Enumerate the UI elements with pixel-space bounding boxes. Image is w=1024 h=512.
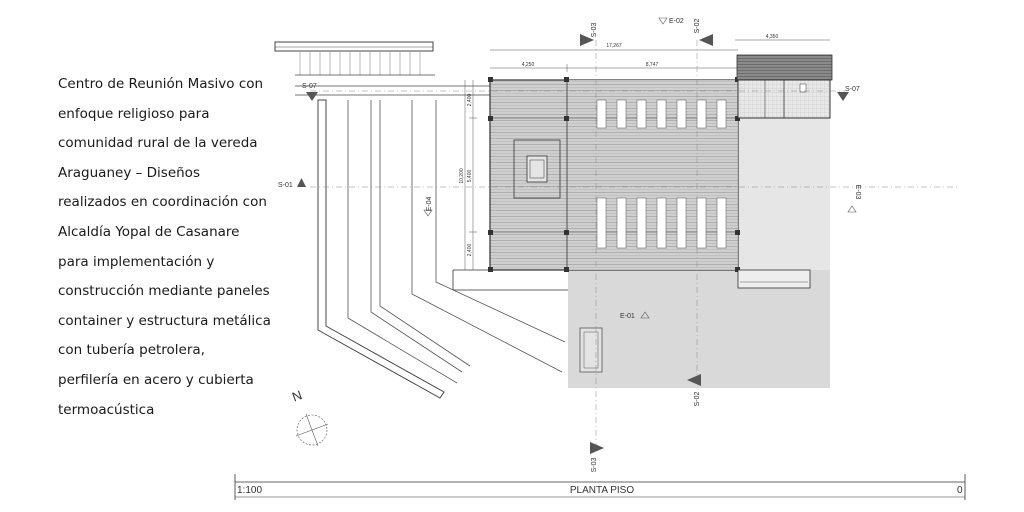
north-arrow: N bbox=[290, 387, 329, 447]
dim-bay-left: 4,250 bbox=[522, 62, 535, 68]
ramp-line-1 bbox=[347, 100, 458, 384]
top-retaining-wall bbox=[274, 41, 434, 52]
dimension-lines bbox=[464, 39, 830, 270]
description-line: Centro de Reunión Masivo con bbox=[58, 76, 264, 92]
altar-table bbox=[526, 155, 548, 183]
pew bbox=[636, 99, 647, 129]
plan-title: PLANTA PISO bbox=[570, 485, 635, 496]
s02-bottom-label: S-02 bbox=[694, 392, 701, 407]
description-line: enfoque religioso para bbox=[58, 105, 210, 122]
dim-height-bottom: 2,400 bbox=[467, 244, 473, 257]
pew bbox=[656, 99, 667, 129]
e02-label: E-02 bbox=[669, 18, 684, 25]
pew bbox=[676, 99, 687, 129]
planter bbox=[579, 327, 603, 373]
s03-bottom-marker bbox=[590, 442, 604, 454]
pew bbox=[696, 99, 707, 129]
pew bbox=[716, 99, 727, 129]
pew bbox=[596, 197, 607, 249]
ramp-line-4 bbox=[411, 100, 563, 373]
e04-label: E-04 bbox=[426, 197, 433, 212]
s07-right-label: S-07 bbox=[845, 86, 860, 93]
pew bbox=[616, 197, 627, 249]
title-bar-right-mark: 0 bbox=[957, 485, 963, 496]
left-wall bbox=[317, 99, 445, 399]
pew bbox=[616, 99, 627, 129]
ramp-line-3 bbox=[379, 100, 471, 367]
s07-left-label: S-07 bbox=[302, 83, 317, 90]
hall-floor-dark bbox=[567, 80, 738, 270]
description-line: Alcaldía Yopal de Casanare bbox=[58, 223, 240, 240]
dim-total-width: 17,267 bbox=[606, 43, 622, 49]
e03-label: E-03 bbox=[854, 185, 861, 200]
pew bbox=[596, 99, 607, 129]
e01-marker bbox=[640, 311, 650, 319]
dim-bay-right: 8,747 bbox=[646, 62, 659, 68]
annex-lower-room bbox=[737, 269, 811, 289]
e04-marker bbox=[423, 209, 433, 217]
ramp-line-2 bbox=[370, 100, 463, 373]
s03-bottom-label: S-03 bbox=[591, 458, 598, 473]
pew bbox=[716, 197, 727, 249]
dim-height-total: 10,200 bbox=[459, 168, 465, 184]
s07-right-marker bbox=[837, 92, 849, 101]
s03-top-label: S-03 bbox=[591, 23, 598, 38]
description-line: realizados en coordinación con bbox=[58, 194, 267, 211]
s07-left-marker bbox=[306, 92, 318, 101]
description-line: Araguaney – Diseños bbox=[58, 164, 200, 181]
description-line: termoacústica bbox=[58, 401, 155, 418]
dim-annex: 4,350 bbox=[766, 34, 779, 40]
s01-label: S-01 bbox=[278, 182, 293, 189]
stair-steps bbox=[299, 52, 421, 75]
pew bbox=[656, 197, 667, 249]
description-line: perfilería en acero y cubierta bbox=[58, 371, 254, 388]
north-label: N bbox=[290, 387, 304, 404]
annex-roof bbox=[736, 54, 833, 81]
dim-height-mid: 5,400 bbox=[467, 170, 473, 183]
s03-top-marker bbox=[580, 34, 594, 46]
e03-marker bbox=[847, 205, 857, 213]
pews bbox=[596, 99, 727, 249]
ramp-line-5 bbox=[435, 100, 566, 343]
project-description: Centro de Reunión Masivo con enfoque reli… bbox=[58, 70, 278, 425]
toilet-fixture bbox=[799, 83, 807, 93]
description-line: con tubería petrolera, bbox=[58, 342, 205, 359]
s02-top-label: S-02 bbox=[694, 19, 701, 34]
s01-marker bbox=[297, 178, 306, 187]
description-line: para implementación y bbox=[58, 253, 215, 270]
description-line: comunidad rural de la vereda bbox=[58, 135, 258, 152]
pew bbox=[636, 197, 647, 249]
ground-slab bbox=[568, 270, 830, 388]
s02-bottom-marker bbox=[687, 374, 701, 386]
description-line: container y estructura metálica bbox=[58, 312, 271, 329]
pew bbox=[676, 197, 687, 249]
e02-marker bbox=[658, 17, 668, 25]
scale-label: 1:100 bbox=[237, 485, 262, 496]
s02-top-marker bbox=[699, 34, 713, 46]
pew bbox=[696, 197, 707, 249]
ground-slab-right bbox=[738, 94, 830, 270]
description-line: construcción mediante paneles bbox=[58, 283, 270, 300]
section-lines bbox=[310, 40, 960, 448]
dim-height-top: 2,400 bbox=[467, 94, 473, 107]
e01-label: E-01 bbox=[620, 313, 635, 320]
